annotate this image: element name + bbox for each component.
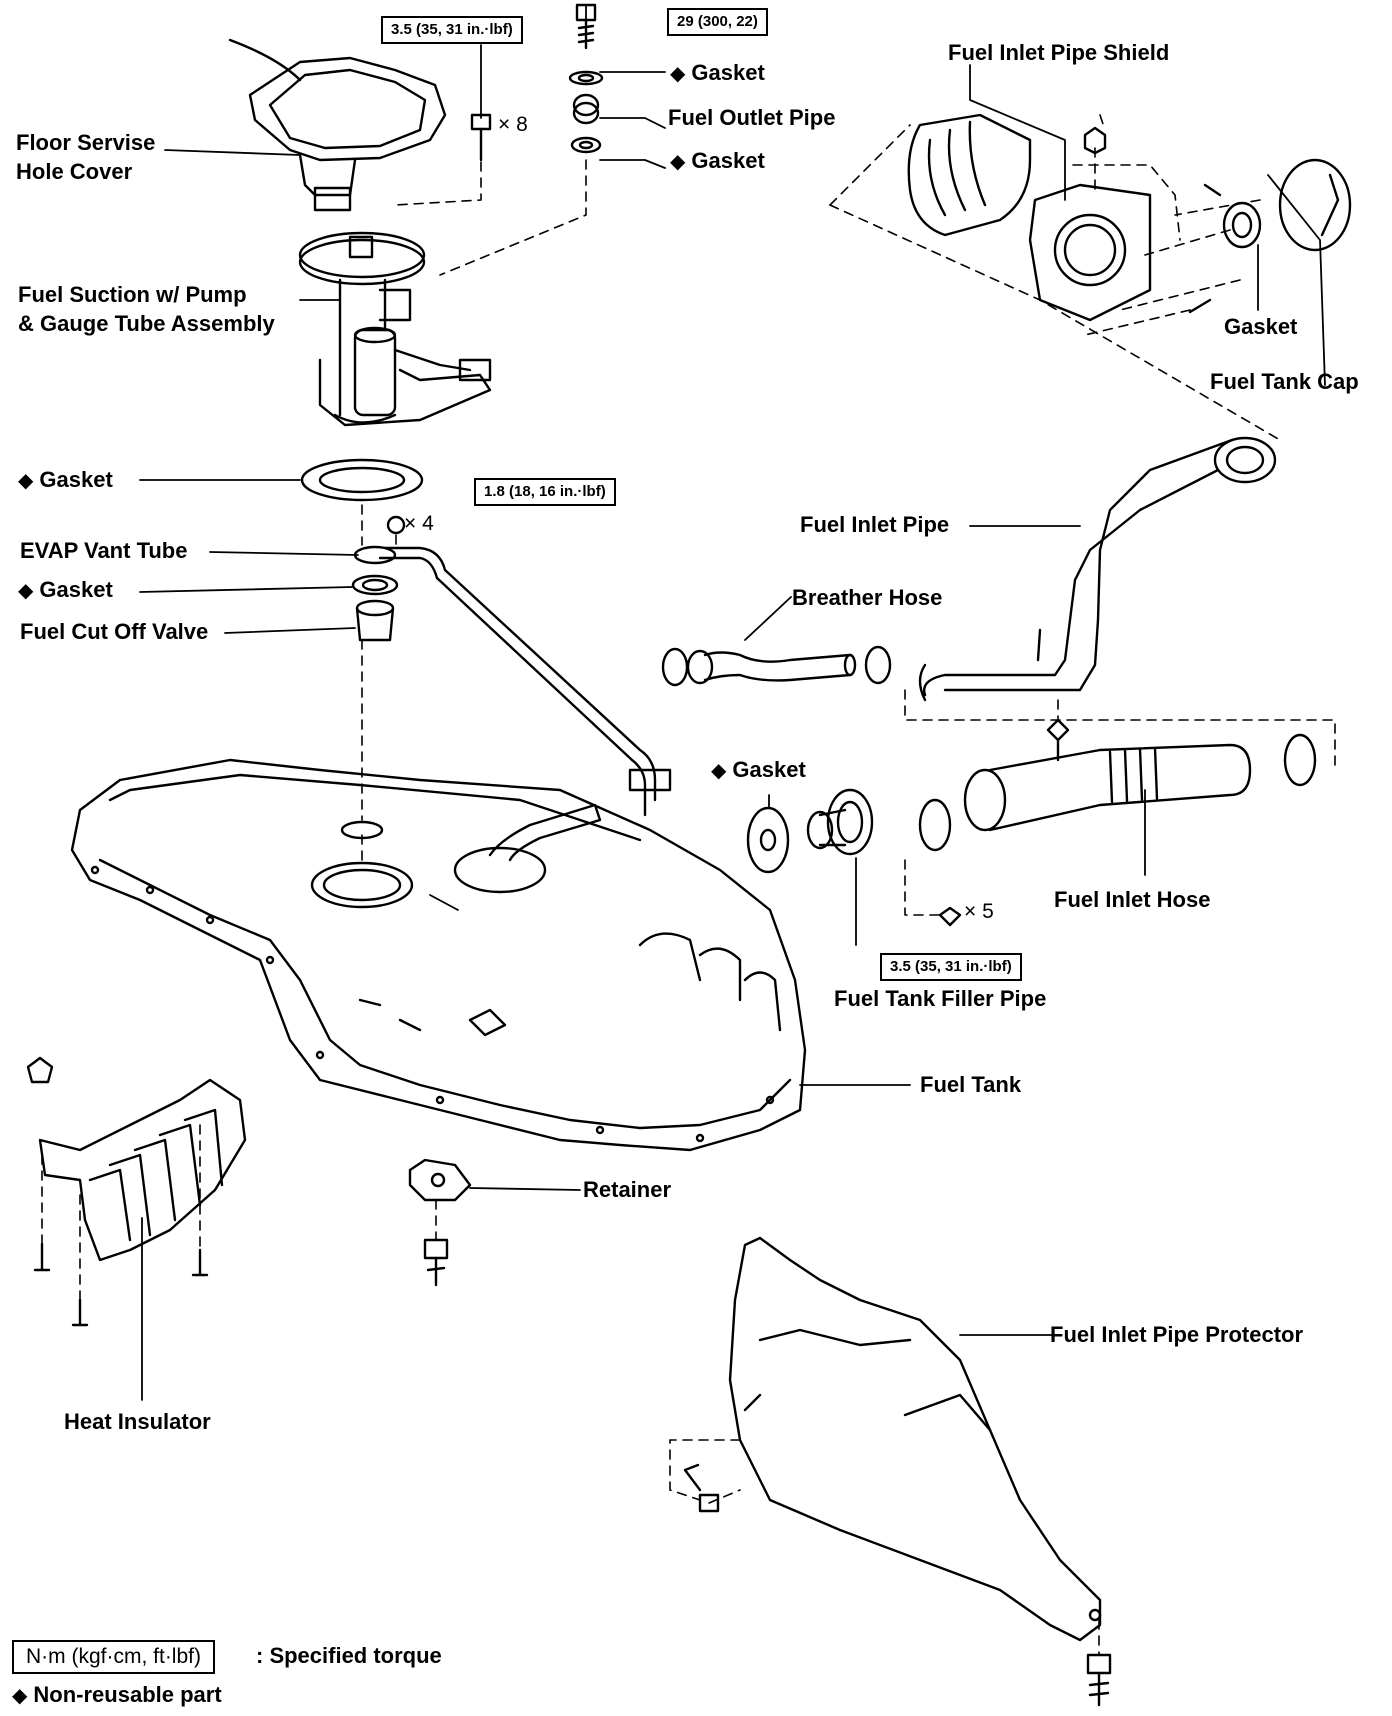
label-fuel-tank-filler-pipe: Fuel Tank Filler Pipe (834, 986, 1047, 1011)
label-fuel-suction: Fuel Suction w/ Pump & Gauge Tube Assemb… (18, 280, 275, 338)
label-breather-hose: Breather Hose (792, 585, 943, 610)
nonreusable-diamond-icon: ◆ (711, 760, 727, 782)
label-outlet-gasket-top: ◆Gasket (670, 58, 765, 89)
torque-outlet-bolt: 29 (300, 22) (667, 8, 768, 36)
label-heat-insulator: Heat Insulator (64, 1409, 211, 1434)
label-outlet-gasket-bottom: ◆Gasket (670, 146, 765, 177)
nonreusable-diamond-icon: ◆ (12, 1685, 28, 1707)
legend-torque-text: : Specified torque (256, 1643, 442, 1668)
qty-filler-bolts: × 5 (964, 900, 994, 923)
evap-gasket-shape (351, 574, 399, 596)
label-evap-gasket: ◆Gasket (18, 575, 113, 606)
fasteners (33, 3, 1222, 1707)
label-fuel-tank: Fuel Tank (920, 1072, 1022, 1097)
label-suction-line2: & Gauge Tube Assembly (18, 311, 275, 336)
torque-evap-screws: 1.8 (18, 16 in.·lbf) (474, 478, 616, 506)
label-filler-gasket-text: Gasket (732, 757, 806, 782)
heat-insulator-shape (26, 1056, 247, 1262)
label-pump-gasket: ◆Gasket (18, 465, 113, 496)
label-filler-gasket: ◆Gasket (711, 755, 806, 786)
torque-cover-bolts: 3.5 (35, 31 in.·lbf) (381, 16, 523, 44)
retainer-shape (408, 1158, 472, 1202)
floor-service-hole-cover (228, 38, 447, 212)
label-suction-line1: Fuel Suction w/ Pump (18, 282, 247, 307)
fuel-inlet-pipe-protector-shape (728, 1236, 1102, 1642)
label-floor-cover-line1: Floor Servise (16, 130, 156, 155)
fuel-cut-off-valve-shape (355, 599, 395, 642)
legend-torque-box: N·m (kgf·cm, ft·lbf) (12, 1640, 215, 1674)
nonreusable-diamond-icon: ◆ (670, 151, 686, 173)
label-fuel-cut-off-valve: Fuel Cut Off Valve (20, 619, 209, 644)
fuel-inlet-hose-shape (918, 733, 1317, 852)
label-fuel-inlet-hose: Fuel Inlet Hose (1054, 887, 1211, 912)
torque-filler-bolts: 3.5 (35, 31 in.·lbf) (880, 953, 1022, 981)
label-pump-gasket-text: Gasket (39, 467, 113, 492)
qty-cover-bolts: × 8 (498, 113, 528, 136)
breather-hose-shape (661, 645, 892, 687)
fuel-inlet-pipe-shield-shape (907, 113, 1152, 322)
fuel-inlet-pipe-shape (918, 436, 1277, 702)
label-floor-service-hole-cover: Floor Servise Hole Cover (16, 128, 155, 186)
nonreusable-diamond-icon: ◆ (18, 580, 34, 602)
fuel-pump-assembly (298, 231, 492, 427)
nonreusable-diamond-icon: ◆ (18, 470, 34, 492)
label-retainer: Retainer (583, 1177, 672, 1202)
filler-gasket-shape (746, 806, 790, 874)
label-floor-cover-line2: Hole Cover (16, 159, 133, 184)
label-outlet-gasket-bottom-text: Gasket (691, 148, 765, 173)
dashed-lines (41, 114, 1336, 1656)
label-fuel-inlet-pipe: Fuel Inlet Pipe (800, 512, 950, 537)
label-evap-vent-tube: EVAP Vant Tube (20, 538, 188, 563)
qty-evap-screws: × 4 (404, 512, 434, 535)
legend-nonreusable-text: Non-reusable part (33, 1682, 222, 1707)
pump-gasket-shape (300, 458, 424, 502)
label-fuel-tank-cap: Fuel Tank Cap (1210, 369, 1359, 394)
label-fuel-inlet-pipe-protector: Fuel Inlet Pipe Protector (1050, 1322, 1304, 1347)
fuel-tank-filler-pipe-shape (806, 788, 874, 856)
nonreusable-diamond-icon: ◆ (670, 63, 686, 85)
label-cap-gasket: Gasket (1224, 314, 1298, 339)
fuel-tank-gasket-shape (1222, 201, 1262, 249)
fuel-tank-shape (70, 758, 807, 1152)
label-fuel-inlet-pipe-shield: Fuel Inlet Pipe Shield (948, 40, 1170, 65)
fuel-tank-cap-shape (1278, 158, 1352, 252)
legend-nonreusable: ◆Non-reusable part (12, 1680, 222, 1711)
label-outlet-gasket-top-text: Gasket (691, 60, 765, 85)
leader-lines (139, 4, 1326, 1401)
label-evap-gasket-text: Gasket (39, 577, 113, 602)
label-fuel-outlet-pipe: Fuel Outlet Pipe (668, 105, 836, 130)
evap-vent-tube-shape (353, 545, 672, 817)
